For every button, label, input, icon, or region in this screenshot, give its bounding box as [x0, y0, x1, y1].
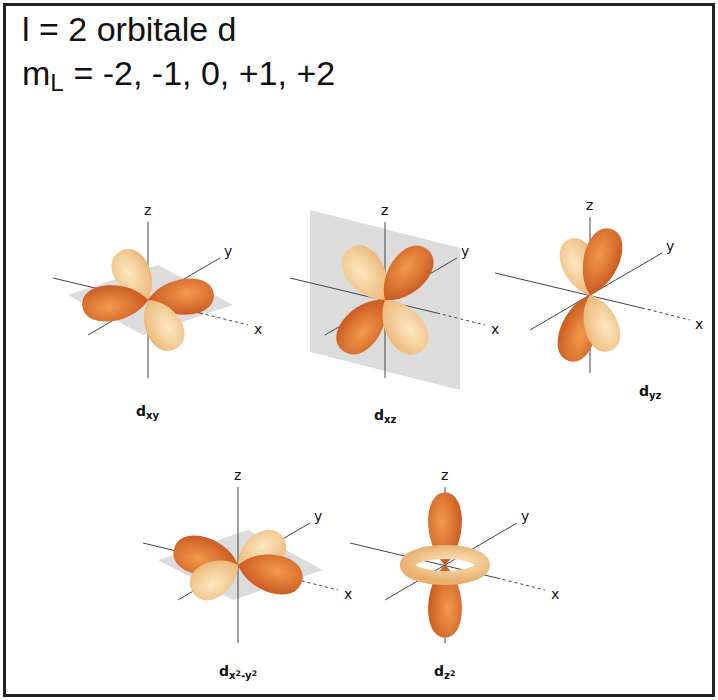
axis-label: z	[144, 202, 151, 218]
orbital-name: dz2	[434, 663, 455, 681]
axis-label: y	[521, 508, 529, 524]
axis-label: y	[224, 243, 232, 259]
quantum-numbers-holder: mL = -2, -1, 0, +1, +2	[22, 54, 335, 97]
subscript: yz	[649, 390, 661, 401]
axis-label-holder: x	[695, 316, 703, 332]
axis-label: z	[234, 467, 241, 483]
subscript: -y	[241, 670, 252, 681]
axis-label-holder: x	[254, 321, 262, 337]
axis-label: y	[666, 238, 674, 254]
orbital-name: dx2-y2	[219, 663, 257, 681]
dx2-y2-orbital	[143, 487, 338, 643]
orbital-name: dyz	[639, 383, 661, 401]
superscript: 2	[236, 669, 241, 678]
axis-label-holder: y	[461, 243, 469, 259]
axis-label-holder: x	[491, 321, 499, 337]
orbital-name-holder: dxy	[136, 403, 159, 421]
dxz-orbital	[290, 210, 485, 390]
axis-label: x	[551, 586, 559, 602]
axis-label: x	[491, 321, 499, 337]
axis-label-holder: y	[666, 238, 674, 254]
dyz-orbital	[495, 217, 690, 373]
axis-label: y	[314, 508, 322, 524]
dz2-orbital	[350, 487, 545, 643]
axis-label: x	[344, 586, 352, 602]
orbital-name-holder: dz2	[434, 663, 455, 681]
quantum-numbers: mL = -2, -1, 0, +1, +2	[22, 54, 335, 97]
axis-label: x	[254, 321, 262, 337]
axis-label-holder: z	[381, 202, 388, 218]
axis-label: z	[381, 202, 388, 218]
orbital-name-holder: dx2-y2	[219, 663, 257, 681]
axis-label-holder: z	[586, 197, 593, 213]
axis-label-holder: x	[551, 586, 559, 602]
subscript: xy	[146, 410, 159, 421]
orbital-name-holder: dyz	[639, 383, 661, 401]
subscript: L	[50, 69, 64, 96]
title: l = 2 orbitale d	[22, 10, 237, 49]
axis-label-holder: y	[314, 508, 322, 524]
axis-label-holder: y	[521, 508, 529, 524]
axis-label: x	[695, 316, 703, 332]
title-holder: l = 2 orbitale d	[22, 10, 237, 49]
axis-label: z	[586, 197, 593, 213]
dxy-orbital	[53, 222, 248, 378]
axis-label-holder: z	[441, 467, 448, 483]
superscript: 2	[450, 669, 455, 678]
axis-label-holder: x	[344, 586, 352, 602]
axis-label-holder: z	[144, 202, 151, 218]
subscript: x	[229, 670, 236, 681]
subscript: xz	[384, 414, 396, 425]
orbital-name: dxz	[374, 407, 396, 425]
orbital-name: dxy	[136, 403, 159, 421]
axis-label: z	[441, 467, 448, 483]
subscript: z	[444, 670, 450, 681]
axis-label-holder: z	[234, 467, 241, 483]
orbital-name-holder: dxz	[374, 407, 396, 425]
axis-label-holder: y	[224, 243, 232, 259]
axis-label: y	[461, 243, 469, 259]
superscript: 2	[252, 669, 257, 678]
